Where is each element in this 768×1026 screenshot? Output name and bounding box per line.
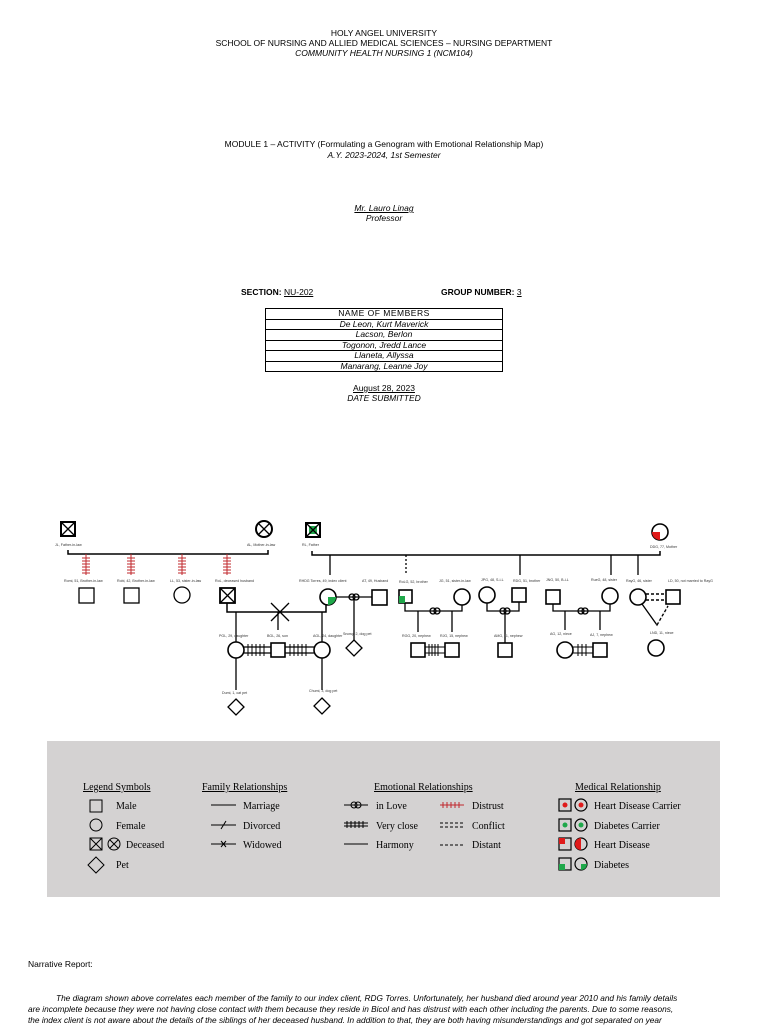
jl-deceased-male [60, 521, 76, 537]
al-deceased-female [255, 520, 273, 538]
ld-male [665, 589, 681, 605]
rdg-male [511, 587, 527, 603]
jng-male [545, 589, 561, 605]
deceased-cross-icon [257, 522, 271, 536]
narrative-line: the index client is not aware about the … [28, 1015, 662, 1025]
member-row: Manarang, Leanne Joy [265, 360, 503, 372]
very-close-lines [244, 646, 314, 654]
lnd-female [647, 639, 665, 657]
label-rayg: RayG, 46, sister [626, 579, 653, 583]
label-ll: LL, 53, sister-in-law [170, 579, 202, 583]
robi-male [123, 587, 140, 604]
amg-male [497, 642, 513, 658]
label-romi: Romi, 51, Brother-in-law [64, 579, 103, 583]
narrative-line: The diagram shown above correlates each … [56, 993, 678, 1003]
label-jpg: JPG, 48, S-i-L [481, 578, 504, 582]
label-snowy: Snowy, 2, dog pet [343, 632, 372, 636]
label-rl: RL, Father [302, 543, 320, 547]
label-jg: JG, 51, sister-in-law [439, 579, 471, 583]
label-agl: AGL, 24, daughter [313, 634, 343, 638]
label-dumi: Dumi, 1, cat pet [222, 691, 247, 695]
section-label: SECTION: [241, 287, 282, 297]
academic-year: A.Y. 2023-2024, 1st Semester [327, 150, 441, 160]
narrative-line: are incomplete because they were not hav… [28, 1004, 674, 1014]
group-label: GROUP NUMBER: [441, 287, 515, 297]
date-label: DATE SUBMITTED [347, 393, 421, 403]
label-rdg: RDG, 51, brother [513, 579, 541, 583]
distrust-lines [82, 554, 231, 575]
jpg-female [478, 586, 496, 604]
module-title: MODULE 1 – ACTIVITY (Formulating a Genog… [224, 139, 544, 149]
bgl-male [270, 642, 286, 658]
dumi-pet [227, 698, 245, 716]
course-name: COMMUNITY HEALTH NURSING 1 (NCM104) [295, 48, 473, 58]
ll-female [173, 586, 191, 604]
rgg-male [410, 642, 426, 658]
romi-male [78, 587, 95, 604]
chumi-pet [313, 697, 331, 715]
narrative-body: The diagram shown above correlates each … [28, 993, 742, 1026]
ag-female [556, 641, 574, 659]
label-rueg: RueG, 48, sister [591, 578, 618, 582]
section-value: NU-202 [284, 287, 314, 297]
husband-family: JL, Father-in-law AL, Mother-in-law Romi… [55, 520, 343, 716]
aj-male [592, 642, 608, 658]
label-rhdg: RHDG Torres, 49, index client [299, 579, 346, 583]
rueg-female [601, 587, 619, 605]
group-value: 3 [516, 287, 522, 297]
label-chumi: Chumi, 3, dog pet [309, 689, 337, 693]
narrative-title: Narrative Report: [28, 959, 93, 969]
label-at: AT, 49, Husband [362, 579, 388, 583]
at-male [371, 589, 388, 606]
group-field: GROUP NUMBER: 3 [441, 287, 522, 297]
rl-deceased-male [305, 522, 321, 538]
label-jl: JL, Father-in-law [55, 543, 82, 547]
label-rjg: RJG, 15, nephew [440, 634, 468, 638]
school-name: SCHOOL OF NURSING AND ALLIED MEDICAL SCI… [215, 38, 553, 48]
label-al: AL, Mother-in-law [247, 543, 276, 547]
label-bgl: BGL, 26, son [267, 634, 288, 638]
label-lnd: LND, 11, niece [650, 631, 674, 635]
snowy-pet [345, 639, 363, 657]
client-family: RL, Father DDG, 77, Mother RHDG Torres, … [299, 522, 713, 659]
members-table: NAME OF MEMBERS De Leon, Kurt Maverick L… [265, 308, 503, 372]
legend-panel [47, 741, 720, 897]
pgl-female [227, 641, 245, 659]
label-jng: JNG, 50, B-i-L [546, 578, 569, 582]
agl-female [313, 641, 331, 659]
rayg-female [629, 588, 647, 606]
date-value: August 28, 2023 [353, 383, 415, 393]
label-rol: RoL, deceased husband [215, 579, 254, 583]
section-field: SECTION: NU-202 [241, 287, 313, 297]
label-ddg: DDG, 77, Mother [650, 545, 678, 549]
label-pgl: PGL, 29, daughter [219, 634, 249, 638]
rjg-male [444, 642, 460, 658]
university-name: HOLY ANGEL UNIVERSITY [330, 28, 438, 38]
label-robi: Robi, 42, Brother-in-law [117, 579, 155, 583]
label-ld: LD, 50, not married to RayG [668, 579, 713, 583]
jg-female [453, 588, 471, 606]
label-rgg: RGG, 20, nephew [402, 634, 431, 638]
label-amg: AMG, 11, nephew [494, 634, 523, 638]
label-aj: AJ, 7, nephew [590, 633, 613, 637]
widowed-marriage-line [226, 603, 327, 613]
label-ag: AG, 12, niece [550, 632, 572, 636]
label-rolg: RoLG, 52, brother [399, 580, 429, 584]
professor-name: Mr. Lauro Linag [354, 203, 414, 213]
deceased-cross-icon [60, 521, 76, 537]
professor-title: Professor [365, 213, 403, 223]
widowed-cross-icon [270, 602, 290, 622]
